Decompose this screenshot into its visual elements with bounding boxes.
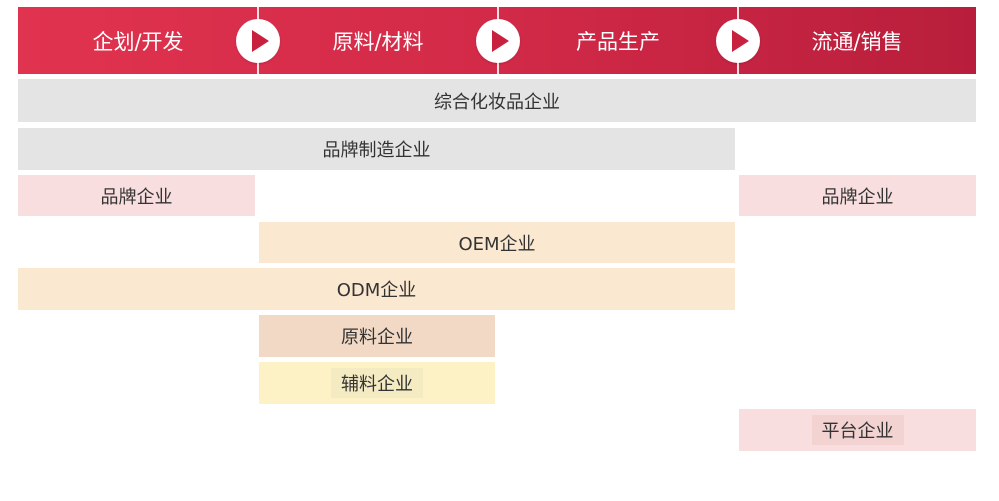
bar-brand-right: 品牌企业 [739,175,976,216]
bar-label: 平台企业 [811,415,904,445]
play-arrow-icon [236,19,280,63]
stage-production: 产品生产 [498,7,738,74]
bar-raw-material: 原料企业 [259,315,495,357]
bar-label: 品牌制造企业 [322,140,431,161]
bar-brand-left: 品牌企业 [18,175,255,216]
bar-odm: ODM企业 [18,268,735,310]
stage-label: 原料/材料 [332,29,424,54]
bar-label: ODM企业 [336,280,417,301]
bar-label: 品牌企业 [100,186,173,208]
bar-brand-manufacturing: 品牌制造企业 [18,128,735,170]
stage-label: 企划/开发 [92,29,184,54]
bar-oem: OEM企业 [259,222,735,263]
stage-planning-development: 企划/开发 [18,7,258,74]
value-chain-header: 企划/开发 原料/材料 产品生产 流通/销售 [18,7,976,74]
stage-distribution-sales: 流通/销售 [738,7,976,74]
stage-label: 流通/销售 [811,29,903,54]
play-arrow-icon [476,19,520,63]
bar-label: 品牌企业 [821,186,894,208]
stage-label: 产品生产 [576,29,660,54]
bar-label: 综合化妆品企业 [434,91,560,113]
bar-platform: 平台企业 [739,409,976,451]
stage-raw-materials: 原料/材料 [258,7,498,74]
play-arrow-icon [716,19,760,63]
bar-label: 辅料企业 [331,368,423,398]
bar-comprehensive-cosmetics: 综合化妆品企业 [18,79,976,122]
bar-label: 原料企业 [341,327,413,348]
bar-label: OEM企业 [458,233,536,255]
bar-auxiliary-material: 辅料企业 [259,362,495,404]
